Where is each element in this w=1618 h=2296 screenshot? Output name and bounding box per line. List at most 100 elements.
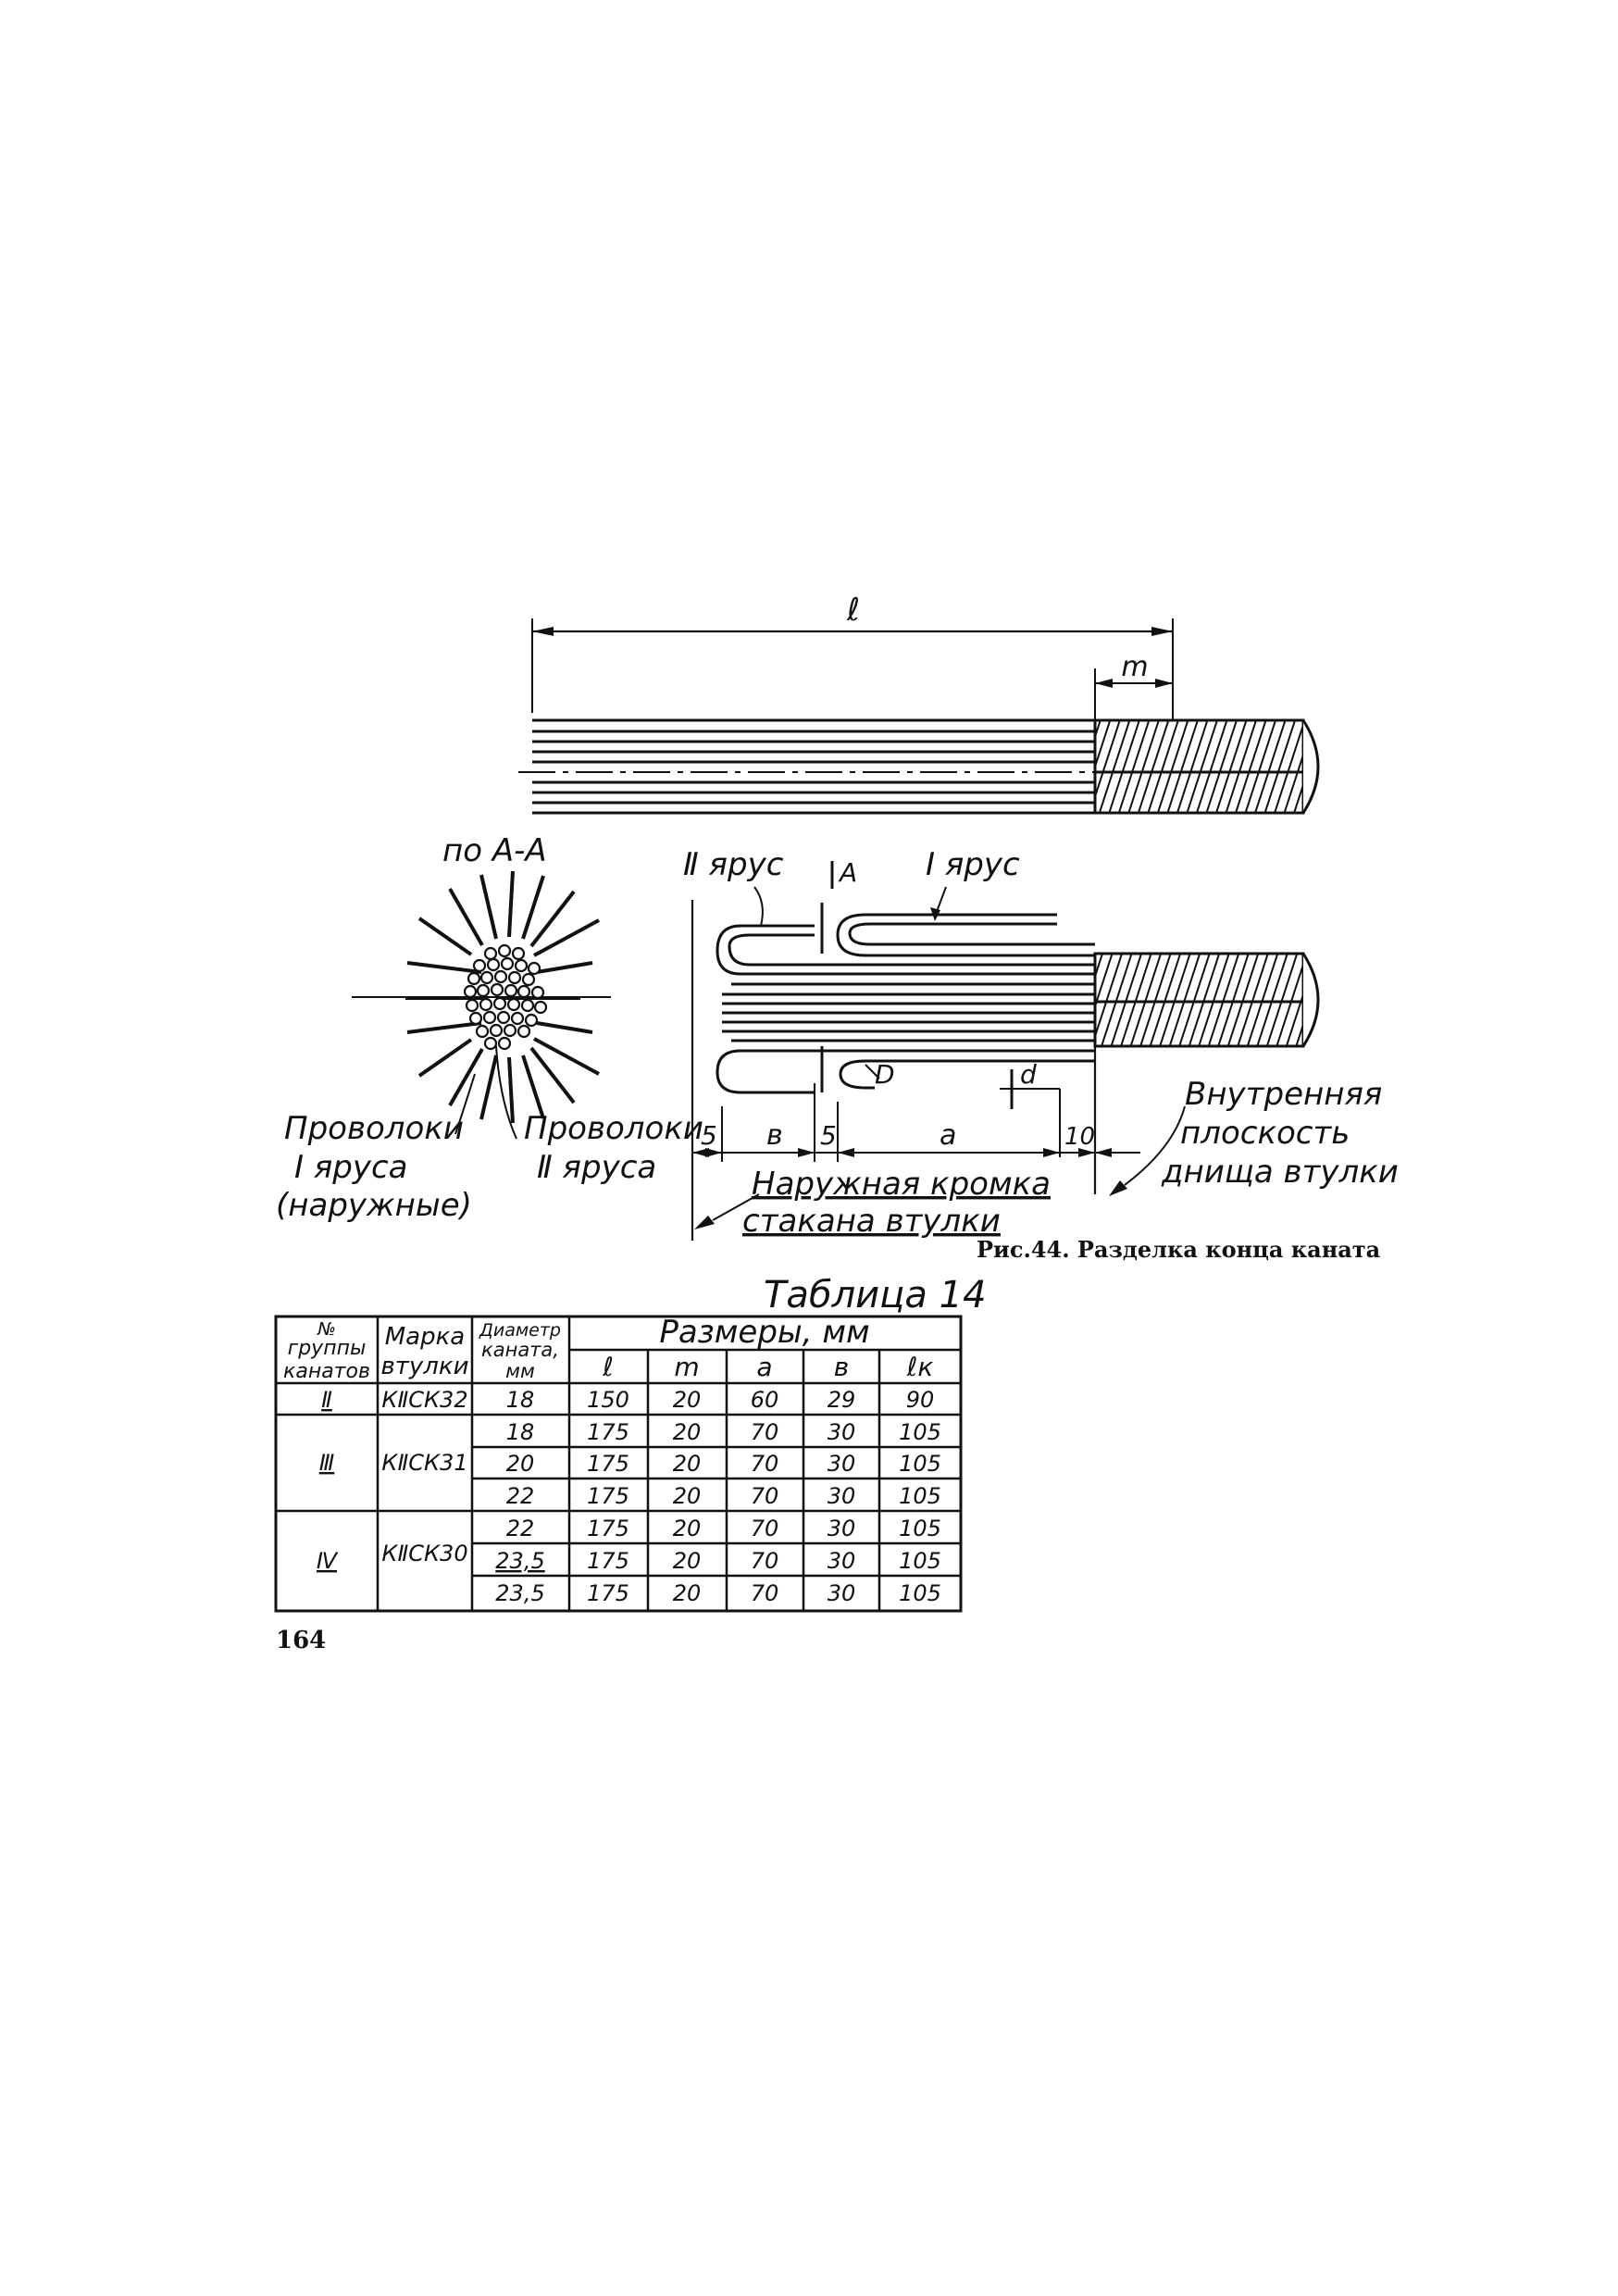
header-col-b: в [834, 1352, 850, 1382]
svg-text:23,5: 23,5 [495, 1548, 544, 1574]
label-outer-wires: Проволоки Ⅰ яруса (наружные) [276, 1110, 472, 1224]
tier2-label: Ⅱ ярус [683, 846, 784, 883]
svg-text:Проволоки: Проволоки [524, 1110, 703, 1147]
group-number: Ⅱ [321, 1387, 332, 1413]
table-row: 20 175 20 70 30 105 [506, 1451, 941, 1477]
svg-text:20: 20 [673, 1483, 702, 1509]
svg-text:175: 175 [587, 1419, 629, 1445]
dim-10-label: 10 [1064, 1123, 1095, 1151]
cut-mark-label: А [838, 857, 857, 888]
svg-text:150: 150 [587, 1387, 629, 1413]
group-number: Ⅳ [317, 1548, 339, 1574]
svg-text:70: 70 [751, 1419, 779, 1445]
header-group-1: № [317, 1319, 336, 1340]
wound-rope-mid [1093, 952, 1305, 1048]
dim-a-label: а [940, 1119, 956, 1152]
svg-text:Наружная кромка: Наружная кромка [752, 1166, 1051, 1203]
svg-text:30: 30 [828, 1483, 856, 1509]
svg-text:23,5: 23,5 [495, 1580, 544, 1606]
dim-m-label: m [1121, 651, 1148, 683]
rope-top-figure: ℓ m [518, 592, 1320, 815]
svg-text:70: 70 [751, 1548, 779, 1574]
dim-d-label: d [1020, 1059, 1037, 1090]
leader-outer-wires [454, 1073, 476, 1135]
header-col-l: ℓ [602, 1352, 614, 1382]
svg-text:стакана втулки: стакана втулки [742, 1203, 1001, 1240]
dim-b-label: в [766, 1119, 783, 1152]
svg-text:175: 175 [587, 1580, 629, 1606]
header-sizes: Размеры, мм [659, 1314, 869, 1351]
svg-text:30: 30 [828, 1451, 856, 1477]
table-row: 18 175 20 70 30 105 [506, 1419, 941, 1445]
section-a-a: по А-А [276, 832, 703, 1224]
tier2-bends [716, 924, 1095, 1094]
wound-rope-top [1093, 718, 1305, 815]
dim-5-right: 5 [820, 1120, 837, 1151]
leader-inner-wires [495, 1045, 517, 1140]
svg-text:30: 30 [828, 1580, 856, 1606]
svg-text:105: 105 [899, 1548, 941, 1574]
svg-text:105: 105 [899, 1483, 941, 1509]
page-number: 164 [276, 1627, 326, 1654]
svg-text:30: 30 [828, 1548, 856, 1574]
header-brand-1: Марка [385, 1323, 466, 1351]
svg-text:105: 105 [899, 1516, 941, 1541]
label-inner-plane: Внутренняя плоскость днища втулки [1161, 1076, 1399, 1191]
table-group-2: Ⅱ КⅡСК32 18 150 20 60 29 90 [321, 1387, 934, 1413]
svg-text:30: 30 [828, 1419, 856, 1445]
svg-text:20: 20 [673, 1451, 702, 1477]
svg-text:175: 175 [587, 1516, 629, 1541]
inner-wire-circles [463, 943, 548, 1051]
svg-text:20: 20 [673, 1516, 702, 1541]
table-group-3: Ⅲ КⅡСК31 18 175 20 70 30 105 20 175 20 7… [319, 1419, 941, 1509]
svg-text:Ⅱ яруса: Ⅱ яруса [537, 1149, 656, 1186]
svg-text:днища втулки: днища втулки [1161, 1154, 1399, 1191]
dim-D-label: D [875, 1059, 895, 1090]
svg-text:70: 70 [751, 1580, 779, 1606]
svg-text:175: 175 [587, 1548, 629, 1574]
header-col-m: m [674, 1352, 699, 1382]
rope-break-mid [1301, 953, 1320, 1047]
svg-text:20: 20 [673, 1387, 702, 1413]
svg-text:30: 30 [828, 1516, 856, 1541]
tier1-bends [836, 913, 1095, 1090]
svg-text:105: 105 [899, 1451, 941, 1477]
section-label: по А-А [442, 832, 547, 869]
svg-text:60: 60 [751, 1387, 779, 1413]
outer-wire-rays [405, 870, 600, 1124]
dim-5-left: 5 [701, 1120, 717, 1151]
table-row: 23,5 175 20 70 30 105 [495, 1580, 941, 1606]
svg-text:18: 18 [506, 1387, 535, 1413]
svg-text:105: 105 [899, 1580, 941, 1606]
svg-text:105: 105 [899, 1419, 941, 1445]
svg-text:70: 70 [751, 1516, 779, 1541]
header-diameter-3: мм [505, 1360, 535, 1382]
rope-break-top [1301, 719, 1320, 814]
svg-text:29: 29 [828, 1387, 856, 1413]
header-diameter-1: Диаметр [479, 1320, 561, 1341]
table-row: 23,5 175 20 70 30 105 [495, 1548, 941, 1574]
dim-l-label: ℓ [846, 592, 860, 629]
group-brand: КⅡСК30 [381, 1541, 467, 1566]
svg-text:(наружные): (наружные) [276, 1187, 472, 1224]
group-number: Ⅲ [319, 1450, 335, 1476]
table-row: 18 150 20 60 29 90 [506, 1387, 935, 1413]
table-row: 22 175 20 70 30 105 [506, 1516, 941, 1541]
svg-text:Проволоки: Проволоки [284, 1110, 464, 1147]
header-group-3: канатов [283, 1360, 370, 1383]
header-col-lk: ℓк [906, 1352, 934, 1382]
header-col-a: а [756, 1352, 772, 1382]
label-outer-edge: Наружная кромка стакана втулки [742, 1166, 1051, 1240]
svg-text:Ⅰ яруса: Ⅰ яруса [294, 1149, 408, 1186]
group-brand: КⅡСК32 [381, 1387, 467, 1413]
header-diameter-2: каната, [481, 1339, 559, 1361]
figure-caption: Рис.44. Разделка конца каната [977, 1236, 1380, 1263]
svg-text:20: 20 [506, 1451, 535, 1477]
table-title: Таблица 14 [764, 1274, 987, 1316]
svg-text:20: 20 [673, 1419, 702, 1445]
table-14: № группы канатов Марка втулки Диаметр ка… [274, 1314, 963, 1613]
svg-text:Внутренняя: Внутренняя [1185, 1076, 1382, 1113]
unwound-wires [532, 718, 1095, 815]
core-wires [722, 982, 1095, 1042]
svg-text:20: 20 [673, 1548, 702, 1574]
